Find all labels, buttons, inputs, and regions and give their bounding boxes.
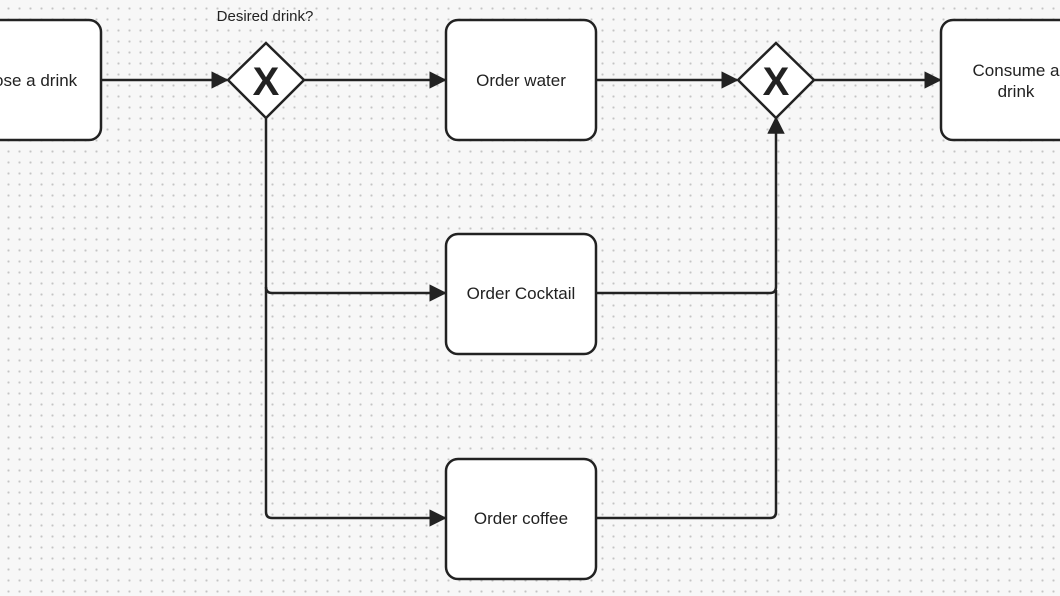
task-choose-label: Choose a drink xyxy=(0,71,78,90)
flow-coffee-to-merge[interactable] xyxy=(596,290,778,520)
flow-split-to-cocktail[interactable] xyxy=(264,118,447,302)
exclusive-gateway-split[interactable]: X xyxy=(226,41,306,120)
sequence-flows xyxy=(101,71,942,527)
flow-cocktail-to-merge[interactable] xyxy=(596,116,785,295)
task-order-cocktail[interactable]: Order Cocktail xyxy=(444,232,598,356)
task-consume-label-line1: Consume a xyxy=(973,61,1060,80)
task-order-coffee[interactable]: Order coffee xyxy=(444,457,598,581)
task-consume-a-drink[interactable]: Consume a drink xyxy=(939,18,1060,142)
task-order-water[interactable]: Order water xyxy=(444,18,598,142)
exclusive-gateway-merge[interactable]: X xyxy=(736,41,816,120)
flow-split-to-coffee[interactable] xyxy=(264,287,447,527)
task-coffee-label: Order coffee xyxy=(474,509,568,528)
task-cocktail-label: Order Cocktail xyxy=(467,284,576,303)
gateway-x-icon: X xyxy=(763,60,790,104)
task-consume-label-line2: drink xyxy=(998,82,1035,101)
gateway-split-label: Desired drink? xyxy=(217,8,314,25)
task-choose-a-drink[interactable]: Choose a drink xyxy=(0,18,103,142)
task-water-label: Order water xyxy=(476,71,566,90)
gateway-x-icon: X xyxy=(253,60,280,104)
